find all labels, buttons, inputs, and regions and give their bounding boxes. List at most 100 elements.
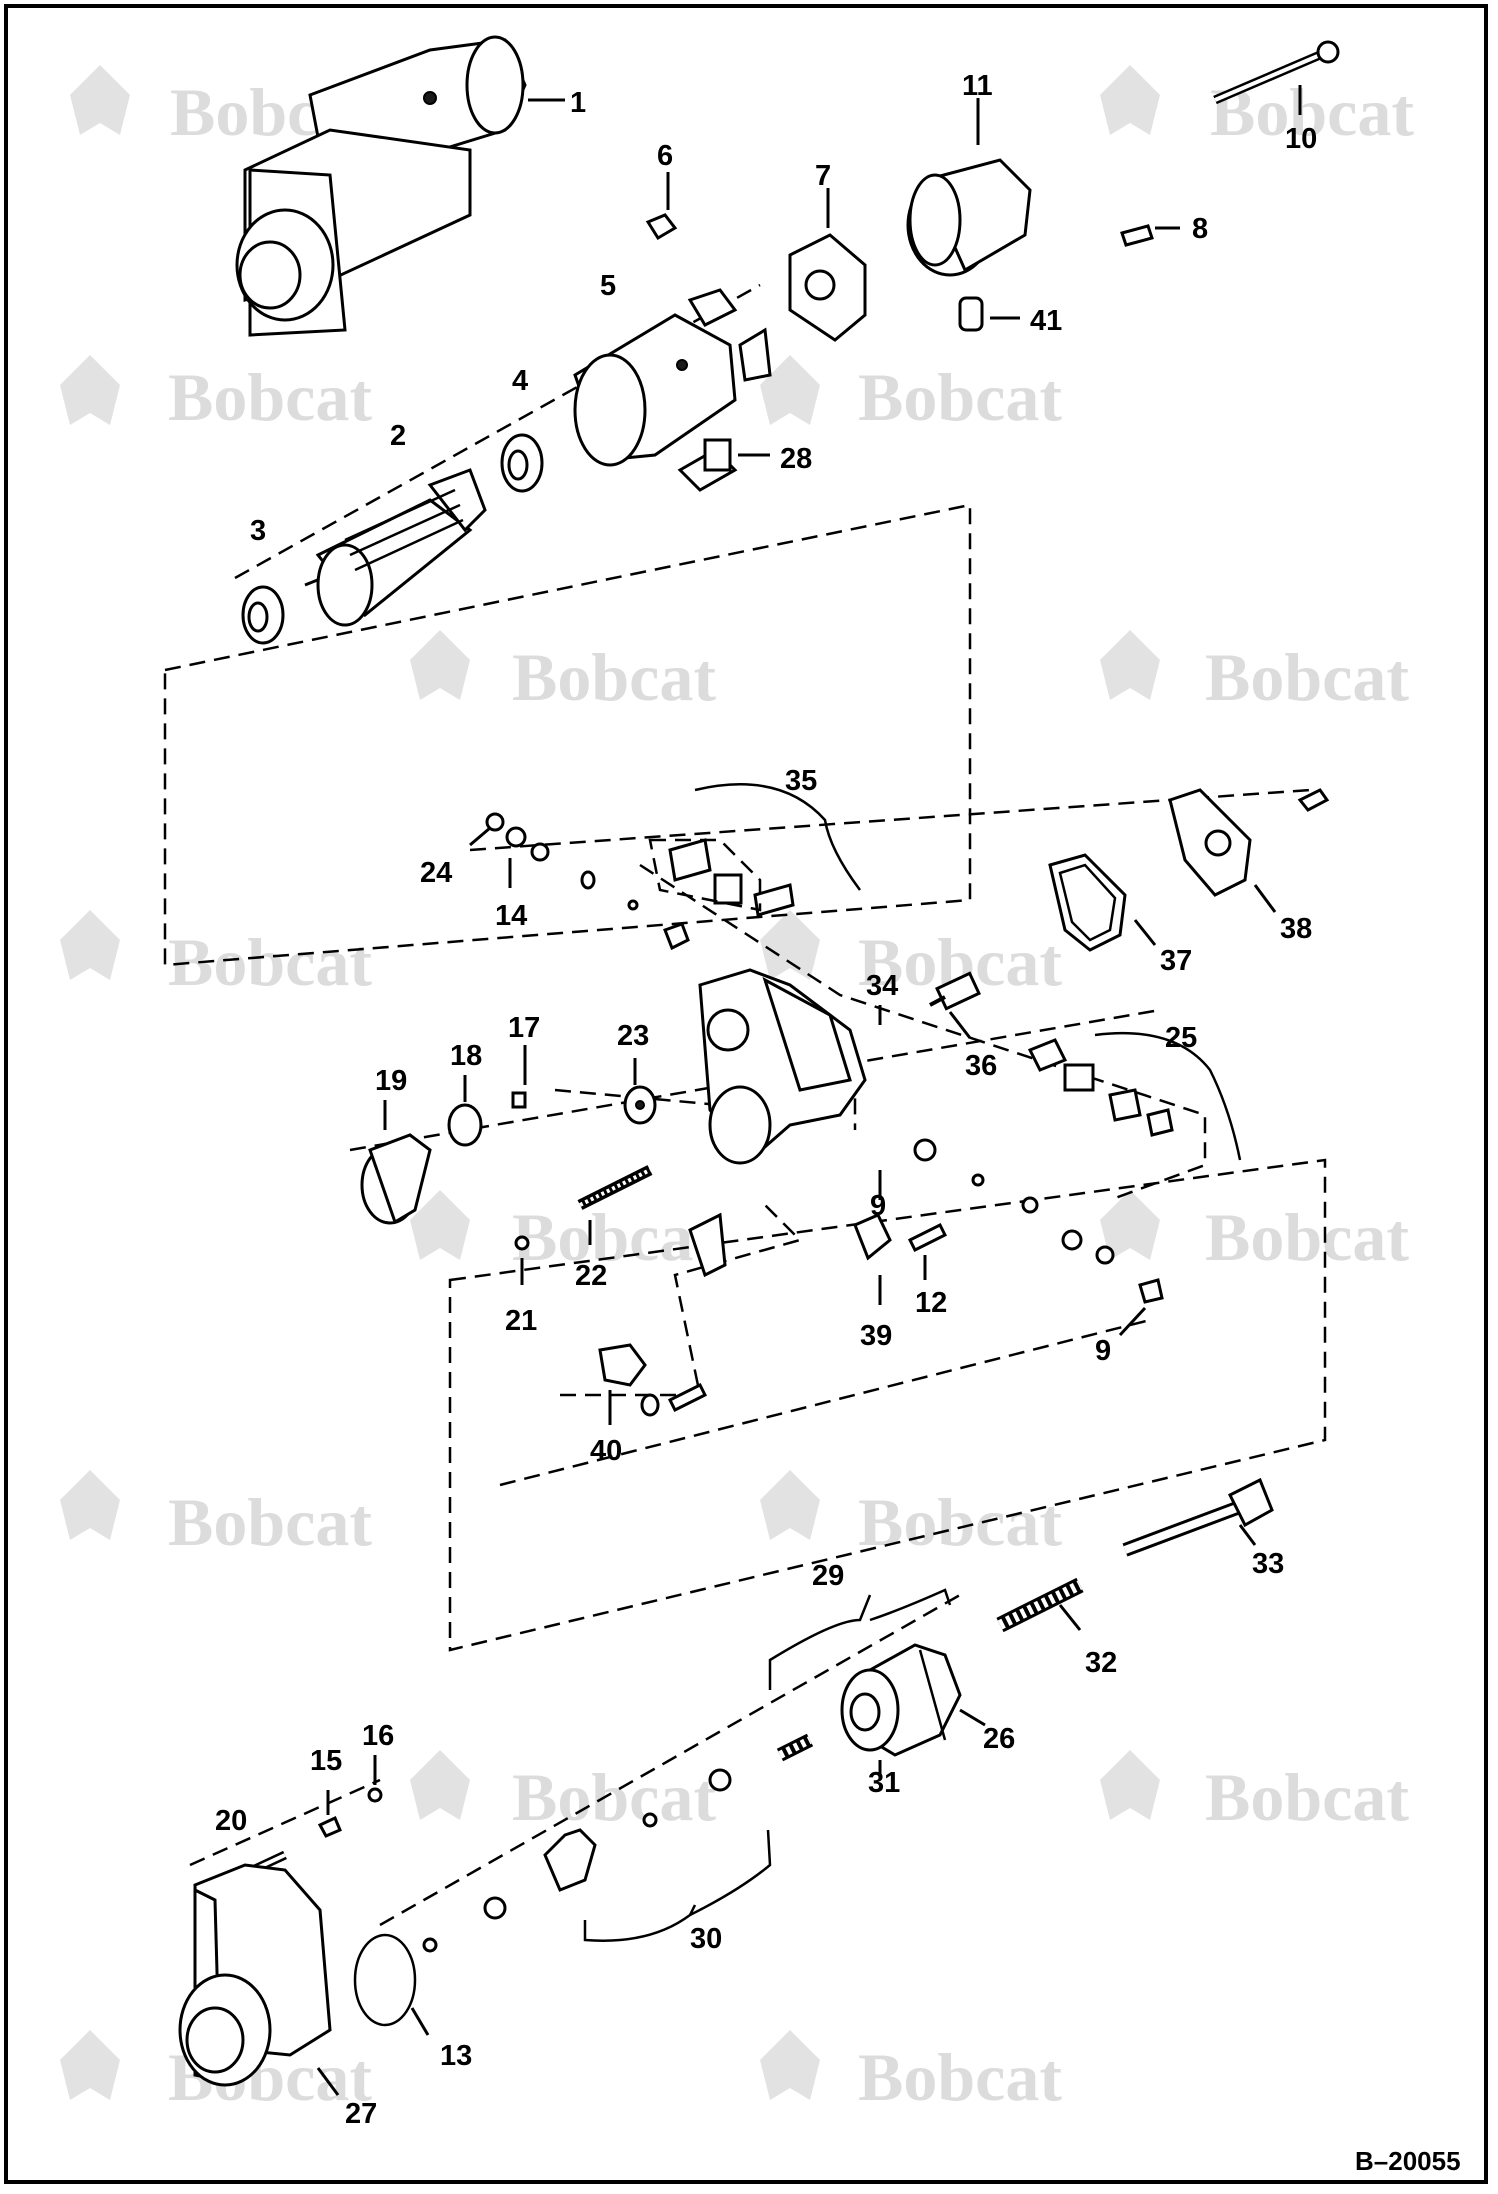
terminal-28 bbox=[677, 438, 770, 492]
callout-16: 16 bbox=[362, 1720, 394, 1752]
watermark-text: Bobcat bbox=[1205, 1759, 1409, 1835]
watermark-9: Bobcat bbox=[410, 1190, 716, 1275]
nut-6 bbox=[645, 172, 678, 241]
callout-11: 11 bbox=[962, 70, 993, 102]
through-bolt-10 bbox=[1213, 40, 1340, 115]
armature-group-outline bbox=[163, 503, 972, 967]
brush-set-35 bbox=[648, 783, 862, 917]
field-frame bbox=[573, 288, 772, 467]
callout-8: 8 bbox=[1192, 213, 1208, 245]
washer-set-24-14 bbox=[469, 812, 690, 951]
callout-34: 34 bbox=[866, 970, 898, 1002]
callout-38: 38 bbox=[1280, 913, 1312, 945]
gasket-37 bbox=[1048, 853, 1157, 952]
drive-housing-27 bbox=[178, 1863, 340, 2096]
switch-cover-11 bbox=[906, 98, 1032, 277]
diagram-code: B–20055 bbox=[1355, 2146, 1461, 2176]
callout-26: 26 bbox=[983, 1723, 1015, 1755]
callout-6: 6 bbox=[657, 140, 673, 172]
callout-5: 5 bbox=[600, 270, 616, 302]
watermark-14: Bobcat bbox=[1100, 1750, 1409, 1835]
callout-23: 23 bbox=[617, 1020, 649, 1052]
callout-4: 4 bbox=[512, 365, 528, 397]
callout-22: 22 bbox=[575, 1260, 607, 1292]
callout-35: 35 bbox=[785, 765, 817, 797]
callout-18: 18 bbox=[450, 1040, 482, 1072]
callout-14: 14 bbox=[495, 900, 527, 932]
pinion-shaft-33 bbox=[1122, 1477, 1274, 1557]
armature bbox=[304, 468, 487, 627]
pinion-gear-30 bbox=[422, 1828, 772, 1953]
brush-set-25 bbox=[1027, 1031, 1242, 1161]
callout-21: 21 bbox=[505, 1305, 537, 1337]
callout-12: 12 bbox=[915, 1287, 947, 1319]
callout-20: 20 bbox=[215, 1805, 247, 1837]
bearing-4 bbox=[500, 433, 544, 493]
watermark-7: Bobcat bbox=[60, 910, 372, 1000]
watermark-text: Bobcat bbox=[858, 1484, 1062, 1560]
callout-labels: 1 2 3 4 5 6 7 8 9 9 10 11 12 13 14 15 16… bbox=[215, 70, 1317, 2130]
assembly-axis-4 bbox=[499, 1318, 1151, 1487]
plunger-41 bbox=[958, 296, 1020, 332]
watermark-4: Bobcat bbox=[760, 355, 1062, 435]
starter-motor-assembly bbox=[235, 35, 565, 337]
watermark-text: Bobcat bbox=[512, 1199, 716, 1275]
hardware-cluster bbox=[853, 1138, 1164, 1337]
watermark-8: Bobcat bbox=[760, 910, 1062, 1000]
watermark-text: Bobcat bbox=[1205, 1199, 1409, 1275]
clutch-assembly bbox=[642, 1588, 986, 1828]
watermark-text: Bobcat bbox=[168, 1484, 372, 1560]
callout-2: 2 bbox=[390, 420, 406, 452]
callout-15: 15 bbox=[310, 1745, 342, 1777]
callout-36: 36 bbox=[965, 1050, 997, 1082]
bushing-36 bbox=[929, 971, 981, 1039]
spring-32 bbox=[996, 1577, 1084, 1633]
callout-32: 32 bbox=[1085, 1647, 1117, 1679]
callout-9a: 9 bbox=[870, 1190, 886, 1222]
watermark-text: Bobcat bbox=[512, 639, 716, 715]
watermark-10: Bobcat bbox=[1100, 1190, 1409, 1275]
bolt-40-axis bbox=[560, 1199, 803, 1397]
gear-cluster bbox=[360, 1045, 727, 1285]
callout-24: 24 bbox=[420, 857, 452, 889]
callout-3: 3 bbox=[250, 515, 266, 547]
assembly-axis-6 bbox=[189, 1778, 381, 1867]
watermark-text: Bobcat bbox=[858, 359, 1062, 435]
watermark-text: Bobcat bbox=[858, 2039, 1062, 2115]
watermark-text: Bobcat bbox=[512, 1759, 716, 1835]
brush-holder bbox=[788, 188, 867, 342]
watermark-6: Bobcat bbox=[1100, 630, 1409, 715]
callout-17: 17 bbox=[508, 1012, 540, 1044]
screw-8 bbox=[1120, 224, 1180, 247]
callout-19: 19 bbox=[375, 1065, 407, 1097]
watermark-12: Bobcat bbox=[760, 1470, 1062, 1560]
solenoid-40 bbox=[598, 1343, 708, 1425]
callout-39: 39 bbox=[860, 1320, 892, 1352]
callout-27: 27 bbox=[345, 2098, 377, 2130]
callout-13: 13 bbox=[440, 2040, 472, 2072]
callout-28: 28 bbox=[780, 443, 812, 475]
bearing-3 bbox=[241, 585, 285, 645]
watermark-text: Bobcat bbox=[168, 359, 372, 435]
brush-plate-outline bbox=[639, 863, 1207, 1202]
diagram-border bbox=[4, 4, 1488, 2184]
o-ring-13 bbox=[353, 1933, 430, 2036]
callout-37: 37 bbox=[1160, 945, 1192, 977]
watermark-text: Bobcat bbox=[1205, 639, 1409, 715]
callout-40: 40 bbox=[590, 1435, 622, 1467]
callout-41: 41 bbox=[1030, 305, 1062, 337]
watermark-11: Bobcat bbox=[60, 1470, 372, 1560]
housing-34 bbox=[698, 968, 882, 1165]
callout-33: 33 bbox=[1252, 1548, 1284, 1580]
cover-38 bbox=[1168, 788, 1330, 913]
callout-1: 1 bbox=[570, 87, 586, 119]
callout-7: 7 bbox=[815, 160, 831, 192]
watermark-5: Bobcat bbox=[410, 630, 716, 715]
callout-30: 30 bbox=[690, 1923, 722, 1955]
callout-10: 10 bbox=[1285, 123, 1317, 155]
watermark-3: Bobcat bbox=[60, 355, 372, 435]
assembly-axis-5 bbox=[379, 1593, 961, 1927]
callout-29: 29 bbox=[812, 1560, 844, 1592]
